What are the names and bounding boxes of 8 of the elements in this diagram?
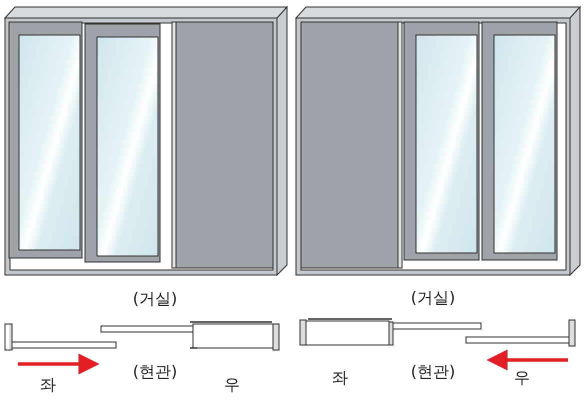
room-label: (거실) xyxy=(132,291,178,307)
room-label: 좌 xyxy=(40,377,56,393)
room-label: (거실) xyxy=(410,290,456,306)
room-label: (현관) xyxy=(132,364,178,380)
room-label: 우 xyxy=(224,377,240,393)
room-label: 좌 xyxy=(332,370,348,386)
room-label: (현관) xyxy=(410,364,456,380)
room-label: 우 xyxy=(514,370,530,386)
